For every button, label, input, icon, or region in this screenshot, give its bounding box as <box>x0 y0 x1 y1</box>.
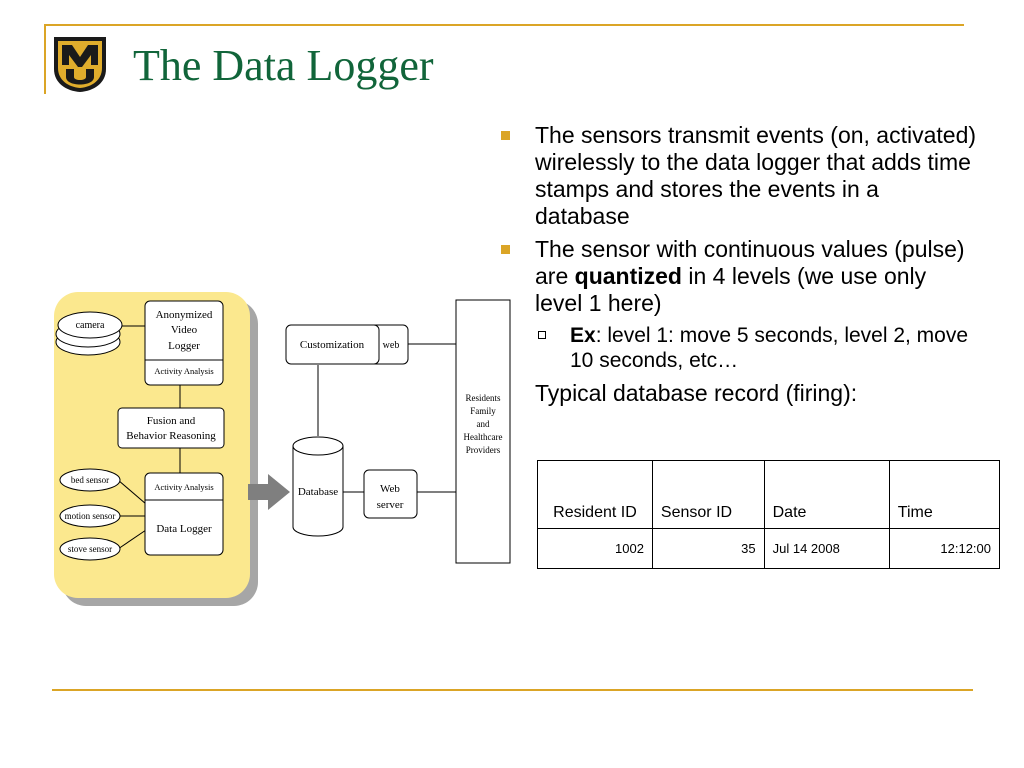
web-server-label: server <box>377 499 404 511</box>
activity-analysis-label: Activity Analysis <box>154 482 213 492</box>
sub-bullet-text: : level 1: move 5 seconds, level 2, move… <box>570 324 969 372</box>
residents-label: Providers <box>466 445 501 455</box>
slide-title: The Data Logger <box>133 41 434 90</box>
table-cell: 12:12:00 <box>888 528 1001 569</box>
database-cylinder: Database <box>292 436 344 537</box>
camera-label: camera <box>76 320 105 331</box>
motion-sensor-node <box>59 504 121 528</box>
residents-label: Family <box>470 406 496 416</box>
camera-stack: camera <box>55 311 123 356</box>
hollow-square-bullet-icon <box>538 331 546 339</box>
table-row: 1002 35 Jul 14 2008 12:12:00 <box>537 528 1001 569</box>
bullet-text-pre: The sensor with continuous values (pulse… <box>535 236 965 289</box>
residents-label: Residents <box>466 393 501 403</box>
web-server-box <box>363 469 418 519</box>
anonymized-label: Video <box>171 324 198 336</box>
bullet-item: The sensor with continuous values (pulse… <box>497 236 977 317</box>
fusion-label: Behavior Reasoning <box>126 430 216 442</box>
residents-box <box>455 299 511 564</box>
record-caption: Typical database record (firing): <box>497 380 977 407</box>
bullet-item: The sensors transmit events (on, activat… <box>497 122 977 230</box>
anonymized-logger-box <box>144 300 224 386</box>
customization-box <box>285 324 380 365</box>
record-caption-text: Typical database record (firing): <box>535 380 858 406</box>
motion-sensor-label: motion sensor <box>65 511 116 521</box>
anonymized-label: Anonymized <box>156 309 213 321</box>
square-bullet-icon <box>501 245 510 254</box>
residents-label: Healthcare <box>464 432 503 442</box>
data-logger-box <box>144 472 224 556</box>
fusion-box <box>117 407 225 449</box>
web-label: web <box>383 340 400 351</box>
top-rule <box>44 24 964 26</box>
database-label: Database <box>298 486 338 498</box>
sub-bullet-bold: Ex <box>570 324 596 347</box>
data-logger-label: Data Logger <box>156 523 212 535</box>
web-server-label: Web <box>380 483 400 495</box>
flow-arrow <box>248 474 290 510</box>
university-logo <box>54 37 106 92</box>
table-cell: 35 <box>651 528 765 569</box>
bed-sensor-node <box>59 468 121 492</box>
bullet-list: The sensors transmit events (on, activat… <box>497 122 977 407</box>
sub-bullet-item: Ex: level 1: move 5 seconds, level 2, mo… <box>497 323 977 373</box>
bed-sensor-label: bed sensor <box>71 475 109 485</box>
activity-analysis-label: Activity Analysis <box>154 366 213 376</box>
bottom-rule <box>52 689 973 691</box>
bullet-text: The sensors transmit events (on, activat… <box>535 122 977 229</box>
fusion-label: Fusion and <box>147 415 196 427</box>
stove-sensor-node <box>59 537 121 561</box>
column-header: Sensor ID <box>651 460 765 529</box>
table-cell: 1002 <box>537 528 653 569</box>
residents-label: and <box>477 419 490 429</box>
database-record-table: Resident ID Sensor ID Date Time 1002 35 … <box>537 460 1001 569</box>
column-header: Date <box>763 460 890 529</box>
bullet-text-post: in 4 levels (we use only level 1 here) <box>535 263 927 316</box>
customization-label: Customization <box>300 339 365 351</box>
left-rule <box>44 24 46 94</box>
bullet-text-bold: quantized <box>574 263 682 289</box>
table-cell: Jul 14 2008 <box>763 528 890 569</box>
square-bullet-icon <box>501 131 510 140</box>
table-header-row: Resident ID Sensor ID Date Time <box>537 460 1001 529</box>
anonymized-label: Logger <box>168 340 200 352</box>
stove-sensor-label: stove sensor <box>68 544 112 554</box>
